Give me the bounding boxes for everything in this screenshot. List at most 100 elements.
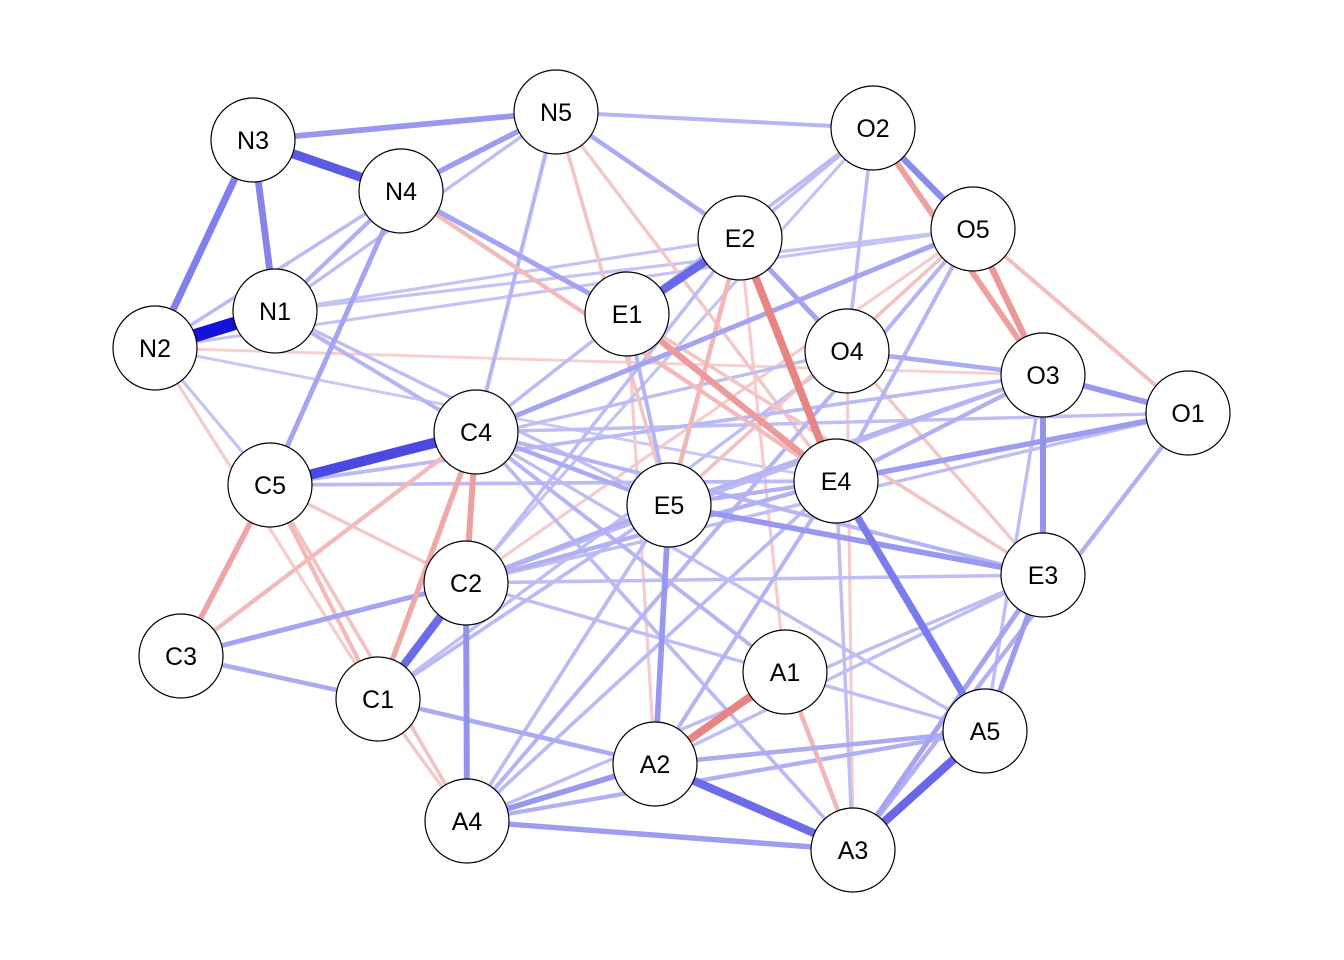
node-a5: A5 xyxy=(942,688,1028,774)
node-circle xyxy=(423,540,509,626)
node-e4: E4 xyxy=(793,438,879,524)
node-label: O1 xyxy=(1171,400,1204,428)
edge-a3-e4 xyxy=(834,480,855,851)
edge-e5-o3 xyxy=(668,373,1044,507)
edge-a4-a5 xyxy=(466,728,986,824)
node-label: O4 xyxy=(830,338,863,366)
edge-e5-a2 xyxy=(652,504,672,765)
node-label: N1 xyxy=(259,298,291,326)
edge-a3-a4 xyxy=(466,818,854,853)
node-circle xyxy=(513,69,599,155)
node-circle xyxy=(793,438,879,524)
edge-o5-c2 xyxy=(465,227,974,585)
node-label: O3 xyxy=(1026,362,1059,390)
node-e1: E1 xyxy=(584,271,670,357)
node-a1: A1 xyxy=(742,629,828,715)
node-circle xyxy=(424,778,510,864)
node-label: C2 xyxy=(450,570,482,598)
edge-n4-e1 xyxy=(399,188,629,317)
node-o1: O1 xyxy=(1145,370,1231,456)
edge-o3-c5 xyxy=(269,373,1044,487)
node-label: A4 xyxy=(452,808,483,836)
node-label: C1 xyxy=(362,686,394,714)
edge-n2-o3 xyxy=(154,346,1044,377)
edge-c5-a4 xyxy=(268,484,469,822)
node-circle xyxy=(810,807,896,893)
node-circle xyxy=(1145,370,1231,456)
node-o4: O4 xyxy=(804,308,890,394)
node-label: A1 xyxy=(770,659,801,687)
node-circle xyxy=(112,305,198,391)
edge-o1-c4 xyxy=(475,411,1189,434)
node-label: N2 xyxy=(139,335,171,363)
node-a2: A2 xyxy=(612,721,698,807)
node-c2: C2 xyxy=(423,540,509,626)
edge-e5-e3 xyxy=(668,502,1044,578)
node-label: E1 xyxy=(612,301,643,329)
node-circle xyxy=(942,688,1028,774)
edge-e4-o1 xyxy=(835,410,1189,484)
edge-n5-o2 xyxy=(555,109,874,131)
node-circle xyxy=(584,271,670,357)
node-circle xyxy=(335,656,421,742)
node-a4: A4 xyxy=(424,778,510,864)
edge-n4-c5 xyxy=(267,189,404,487)
node-e2: E2 xyxy=(697,195,783,281)
node-n3: N3 xyxy=(210,97,296,183)
node-label: E5 xyxy=(654,492,685,520)
edge-e3-o4 xyxy=(845,349,1045,577)
edge-e3-c2 xyxy=(465,573,1044,585)
node-n1: N1 xyxy=(232,268,318,354)
node-c5: C5 xyxy=(227,442,313,528)
node-circle xyxy=(138,613,224,699)
node-label: N5 xyxy=(540,99,572,127)
node-circle xyxy=(804,308,890,394)
node-label: C5 xyxy=(254,472,286,500)
edge-c4-a1 xyxy=(474,430,787,674)
edge-e5-c1 xyxy=(376,503,671,701)
node-o5: O5 xyxy=(930,186,1016,272)
edge-n3-n5 xyxy=(252,109,557,143)
node-circle xyxy=(830,85,916,171)
node-circle xyxy=(358,148,444,234)
edge-e4-a5 xyxy=(832,479,989,733)
node-label: A3 xyxy=(838,837,869,865)
node-label: O2 xyxy=(856,115,889,143)
edge-e1-e4 xyxy=(625,311,838,484)
edge-e3-a2 xyxy=(654,573,1044,766)
node-e5: E5 xyxy=(626,462,712,548)
node-label: A5 xyxy=(970,718,1001,746)
edge-e4-a4 xyxy=(465,479,838,823)
node-circle xyxy=(626,462,712,548)
node-circle xyxy=(612,721,698,807)
node-circle xyxy=(742,629,828,715)
node-label: C4 xyxy=(460,419,492,447)
edge-c1-a2 xyxy=(377,696,656,767)
edges-layer xyxy=(151,109,1190,854)
node-circle xyxy=(697,195,783,281)
edge-e2-a1 xyxy=(738,237,787,673)
node-circle xyxy=(232,268,318,354)
node-circle xyxy=(433,389,519,475)
node-e3: E3 xyxy=(1000,532,1086,618)
edge-o5-c4 xyxy=(475,226,974,435)
node-o3: O3 xyxy=(1000,332,1086,418)
node-c3: C3 xyxy=(138,613,224,699)
node-circle xyxy=(227,442,313,528)
node-circle xyxy=(1000,532,1086,618)
edge-n1-o5 xyxy=(274,227,974,313)
node-circle xyxy=(210,97,296,183)
edge-e2-e4 xyxy=(736,236,840,483)
edge-o5-a4 xyxy=(465,227,975,823)
node-label: E4 xyxy=(821,468,852,496)
node-label: N3 xyxy=(237,127,269,155)
node-n2: N2 xyxy=(112,305,198,391)
edge-o1-o5 xyxy=(971,227,1190,415)
node-n4: N4 xyxy=(358,148,444,234)
edge-c4-c1 xyxy=(375,431,479,700)
node-label: A2 xyxy=(640,751,671,779)
node-label: C3 xyxy=(165,643,197,671)
node-label: O5 xyxy=(956,216,989,244)
